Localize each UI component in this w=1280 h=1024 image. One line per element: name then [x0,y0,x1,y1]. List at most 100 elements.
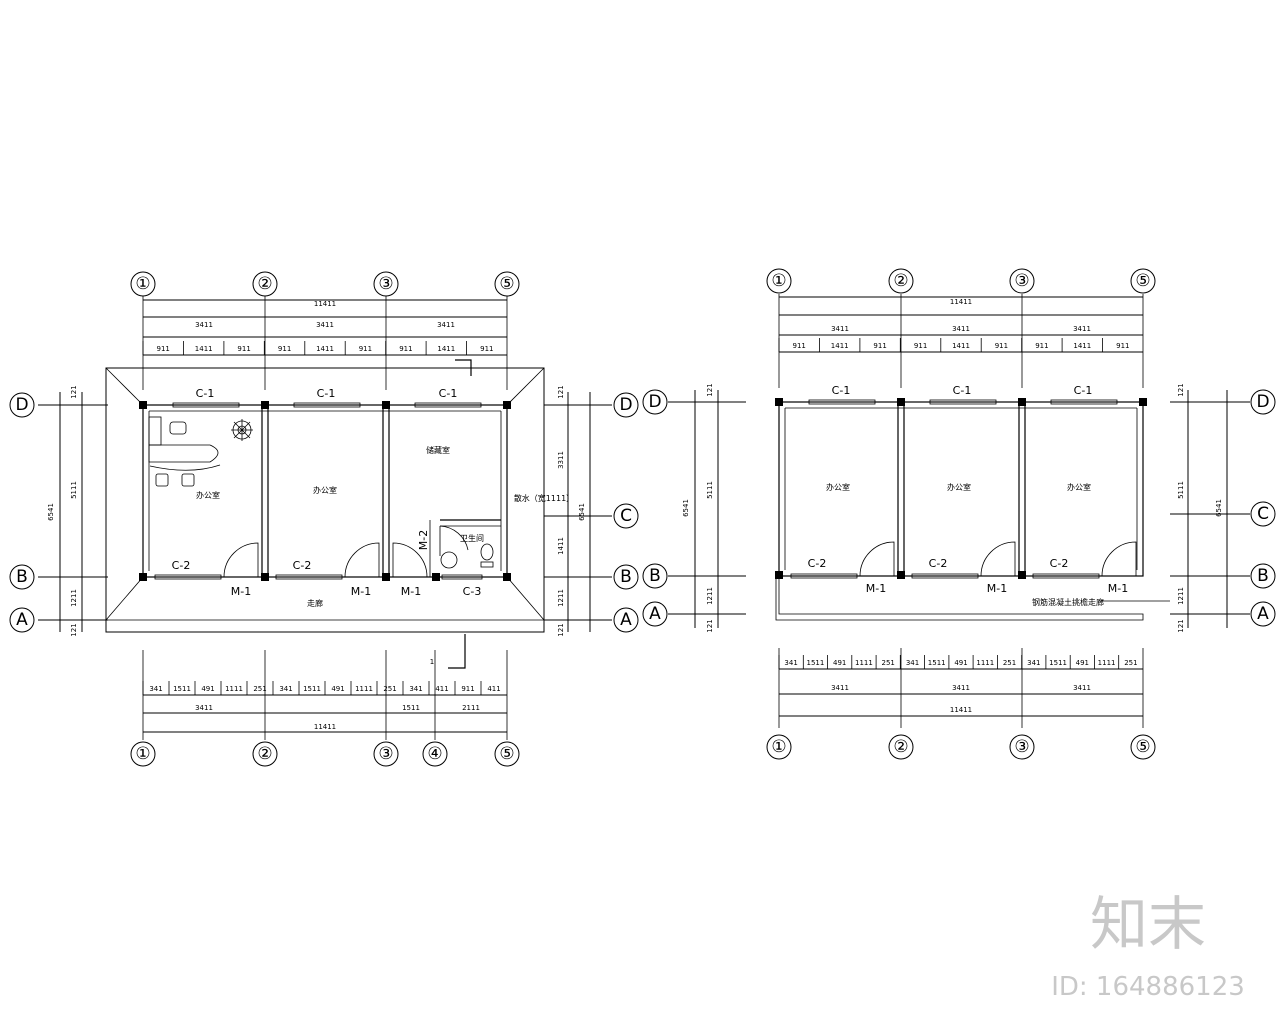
axis-bubble: B [642,563,668,589]
dim-text: 1211 [1177,587,1185,605]
svg-text:⑤: ⑤ [1135,271,1150,291]
svg-text:B: B [16,567,28,587]
axis-bubble: ③ [1009,734,1035,760]
svg-text:A: A [649,604,661,624]
svg-text:②: ② [893,737,908,757]
svg-text:③: ③ [378,274,393,294]
window-label: C-1 [832,384,851,397]
svg-text:①: ① [135,274,150,294]
svg-text:⑤: ⑤ [1135,737,1150,757]
dim-text: 251 [253,685,266,693]
door-label: M-1 [1108,582,1128,595]
room-label: 办公室 [313,485,337,495]
dim-text: 1111 [976,659,994,667]
dim-text: 3311 [557,451,565,469]
dim-text: 1411 [831,342,849,350]
svg-text:①: ① [135,744,150,764]
left-eave-outline [105,367,545,633]
svg-text:②: ② [257,744,272,764]
dim-text: 6541 [578,503,586,521]
door-label: M-1 [231,585,251,598]
dim-text: 3411 [952,684,970,692]
dim-text: 1411 [437,345,455,353]
svg-text:A: A [16,610,28,630]
window-label: C-3 [463,585,482,598]
dim-text: 1111 [355,685,373,693]
svg-text:B: B [649,566,661,586]
axis-bubble: ④ [422,741,448,767]
dim-text: 251 [1124,659,1137,667]
note-label: 钢筋混凝土挑檐走廊 [1032,597,1104,607]
dim-text: 911 [359,345,372,353]
window-label: C-2 [172,559,191,572]
axis-bubble: A [613,607,639,633]
axis-bubble: A [9,607,35,633]
svg-text:②: ② [893,271,908,291]
dim-text: 251 [1003,659,1016,667]
axis-bubble: D [1250,389,1276,415]
dim-text: 1411 [952,342,970,350]
dim-text: 5111 [1177,481,1185,499]
dim-text: 251 [383,685,396,693]
dim-text: 6541 [682,499,690,517]
dim-text: 121 [557,385,565,398]
axis-bubble: C [1250,501,1276,527]
svg-text:A: A [1257,604,1269,624]
sink-icon [440,551,458,569]
dim-text: 1211 [706,587,714,605]
dim-text: 1511 [806,659,824,667]
room-label: 办公室 [1067,482,1091,492]
axis-bubble: ③ [1009,268,1035,294]
dim-text: 3411 [316,321,334,329]
dim-text: 1511 [173,685,191,693]
dim-text: 3411 [195,321,213,329]
dim-text: 1111 [1098,659,1116,667]
dim-text: 2111 [462,704,480,712]
door-label: M-1 [987,582,1007,595]
dim-text: 911 [480,345,493,353]
axis-bubble: B [9,564,35,590]
dim-text: 341 [149,685,162,693]
dim-text: 911 [914,342,927,350]
dim-text: 121 [70,623,78,636]
toilet-icon [480,543,494,568]
dim-text: 341 [279,685,292,693]
dim-text: 3411 [1073,684,1091,692]
dim-text: 341 [906,659,919,667]
dim-text: 1211 [70,589,78,607]
svg-text:②: ② [257,274,272,294]
left-floor-plan: 1 C-1 C-1 C-1 C-2 C-2 C-3 M-1 M-1 M-1 M-… [9,271,639,767]
dim-text: 11411 [314,723,336,731]
svg-text:③: ③ [1014,737,1029,757]
axis-bubble: D [613,392,639,418]
svg-text:⑤: ⑤ [499,274,514,294]
section-mark-label: 1 [430,658,434,666]
svg-text:D: D [1256,392,1269,412]
dim-text: 121 [557,623,565,636]
axis-bubble: ⑤ [494,741,520,767]
window-label: C-1 [1074,384,1093,397]
dim-text: 1511 [1049,659,1067,667]
axis-bubble: ① [766,734,792,760]
axis-bubble: C [613,503,639,529]
axis-bubble: ② [252,271,278,297]
dim-text: 911 [1035,342,1048,350]
watermark-id: ID: 164886123 [1051,972,1245,1002]
axis-bubble: ① [130,741,156,767]
dim-text: 3411 [831,325,849,333]
axis-bubble: ③ [373,271,399,297]
room-label: 办公室 [826,482,850,492]
dim-text: 411 [435,685,448,693]
dim-text: 6541 [47,503,55,521]
dim-text: 121 [706,383,714,396]
dim-text: 5111 [70,481,78,499]
dim-text: 3411 [195,704,213,712]
axis-bubble: ① [130,271,156,297]
window-label: C-2 [808,557,827,570]
axis-bubble: A [642,601,668,627]
door-label: M-1 [401,585,421,598]
right-building-walls [778,401,1144,577]
dim-text: 1111 [855,659,873,667]
door-label: M-1 [866,582,886,595]
